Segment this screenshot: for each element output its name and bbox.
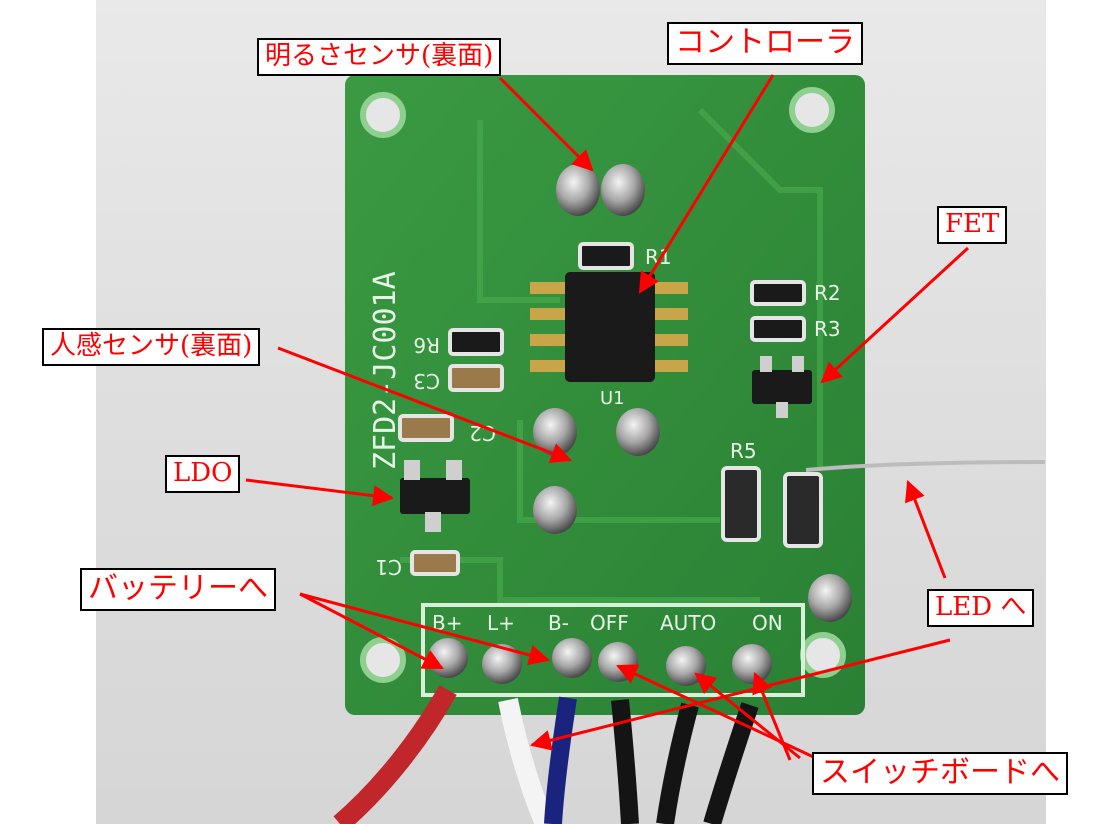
solder-joint	[732, 644, 772, 684]
fet-pin	[760, 356, 772, 372]
wire-black	[656, 702, 699, 824]
arrow-switch-3	[752, 672, 792, 761]
solder-joint	[428, 638, 468, 678]
silkscreen-c3: C3	[413, 369, 440, 393]
silkscreen-terminal-lplus: L+	[487, 611, 515, 635]
resistor-r5	[721, 466, 761, 542]
ldo-body	[400, 478, 470, 514]
solder-joint	[598, 642, 638, 682]
mounting-hole	[360, 92, 406, 138]
label-battery: バッテリーへ	[80, 568, 276, 611]
silkscreen-r5: R5	[730, 439, 757, 463]
arrow-battery-1	[299, 592, 444, 670]
solder-joint	[533, 486, 577, 534]
pcb-trace	[517, 420, 720, 523]
silkscreen-terminal-auto: AUTO	[660, 611, 716, 635]
label-fet: FET	[937, 206, 1008, 244]
solder-joint	[601, 164, 645, 216]
wire-blue	[544, 696, 577, 824]
fet-pin	[792, 356, 804, 372]
resistor-r6	[448, 328, 504, 356]
capacitor-c2	[398, 414, 454, 442]
pcb-trace	[697, 107, 823, 470]
resistor-r3	[750, 316, 806, 342]
silkscreen-c1: C1	[375, 555, 402, 579]
solder-joint	[482, 644, 522, 684]
arrow-controller	[638, 74, 775, 294]
arrow-battery-2	[299, 592, 551, 666]
callout-arrows	[245, 74, 970, 762]
fet-body	[752, 370, 812, 404]
silkscreen-terminal-off: OFF	[590, 611, 629, 635]
controller-chip-body	[565, 272, 655, 382]
silkscreen-board-id: ZFD2-JC001A	[368, 271, 403, 470]
silkscreen-terminal-on: ON	[752, 611, 783, 635]
label-switch-board: スイッチボードへ	[812, 752, 1068, 795]
silkscreen-r2: R2	[814, 281, 841, 305]
silkscreen-r3: R3	[814, 317, 841, 341]
wire-white	[498, 698, 555, 824]
solder-joint	[552, 638, 592, 678]
wire-red	[333, 685, 457, 824]
label-motion-sensor: 人感センサ(裏面)	[42, 328, 261, 366]
wire-black	[611, 699, 639, 824]
solder-joint	[616, 408, 660, 456]
resistor-r2	[750, 280, 806, 306]
arrow-fet	[820, 246, 970, 384]
silkscreen-u1: U1	[600, 388, 625, 409]
solder-joint	[556, 164, 600, 216]
silkscreen-c2: C2	[469, 421, 496, 445]
pcb-board	[345, 75, 865, 715]
ldo-pin	[404, 460, 420, 480]
resistor-r1	[578, 242, 634, 270]
capacitor-c3	[448, 364, 504, 392]
led-wire	[805, 460, 1046, 472]
label-brightness-sensor: 明るさセンサ(裏面)	[257, 38, 502, 76]
capacitor-c1	[410, 550, 460, 576]
label-controller: コントローラ	[667, 22, 863, 65]
arrow-switch-1	[616, 664, 821, 762]
ldo-pin	[446, 460, 462, 480]
solder-joint	[808, 574, 852, 622]
silkscreen-terminal-bminus: B-	[548, 611, 569, 635]
arrow-brightness-sensor	[498, 76, 594, 172]
label-led: LED へ	[927, 589, 1035, 627]
arrow-ldo	[245, 478, 395, 507]
arrow-led-1	[904, 480, 947, 579]
wire-black	[703, 702, 759, 824]
pcb-trace	[477, 120, 560, 303]
ldo-pin	[425, 512, 441, 532]
resistor-r8	[783, 472, 823, 548]
fet-pin	[776, 402, 788, 418]
mounting-hole	[360, 637, 406, 683]
arrow-motion-sensor	[277, 346, 572, 464]
silkscreen-r6: R6	[413, 333, 440, 357]
label-ldo: LDO	[165, 455, 241, 493]
mounting-hole	[789, 87, 835, 133]
solder-joint	[666, 646, 706, 686]
arrow-led-2	[529, 638, 951, 751]
